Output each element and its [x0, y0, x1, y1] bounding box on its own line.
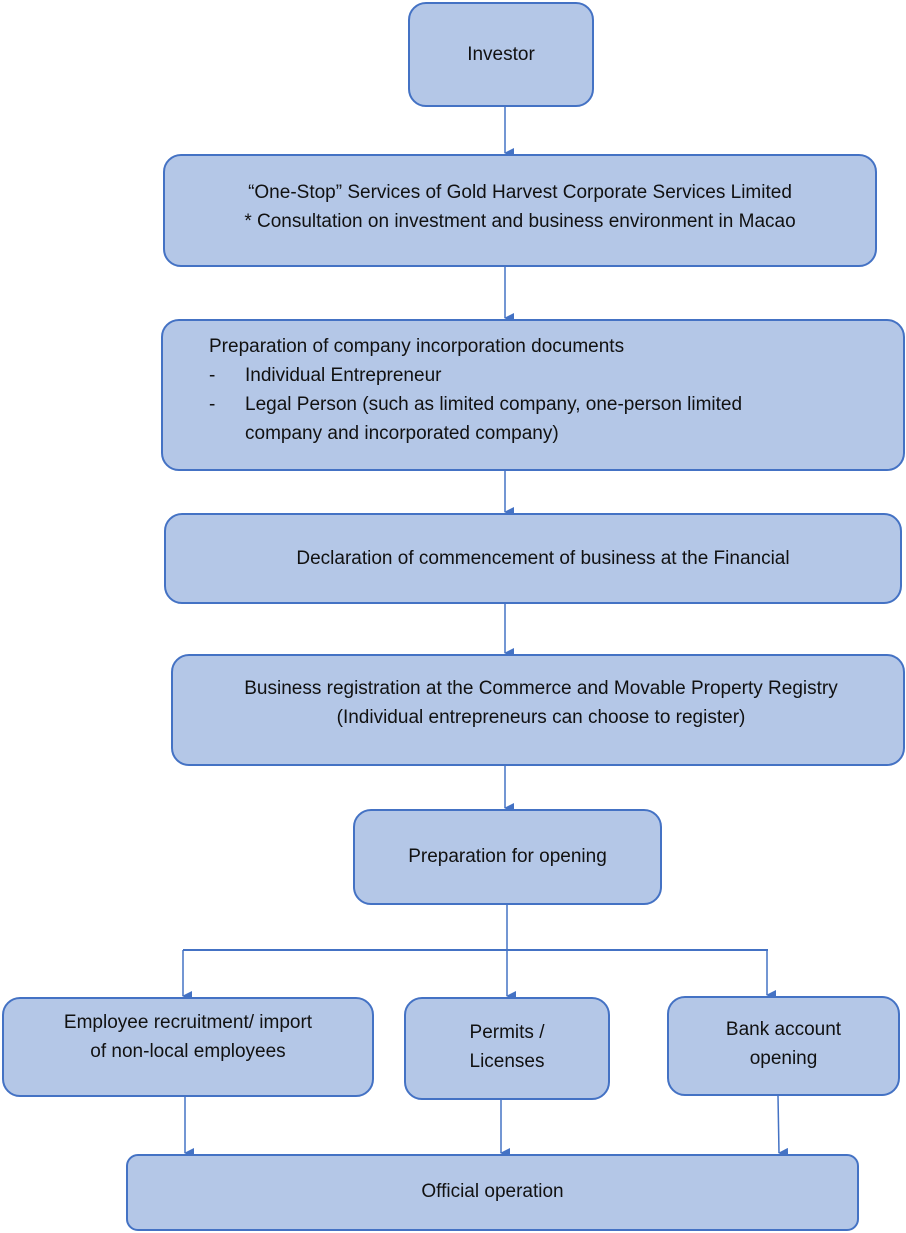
node-investor-label: Investor	[467, 44, 535, 65]
incorporation-item-label: Legal Person (such as limited company, o…	[245, 394, 743, 415]
node-official-operation: Official operation	[126, 1154, 859, 1231]
node-one-stop-title: “One-Stop” Services of Gold Harvest Corp…	[248, 181, 792, 203]
node-one-stop-note: * Consultation on investment and busines…	[244, 210, 796, 232]
node-official-operation-label: Official operation	[421, 1181, 564, 1202]
node-investor: Investor	[408, 2, 594, 107]
node-employee-line-2: of non-local employees	[90, 1041, 286, 1062]
node-preparation-for-opening: Preparation for opening	[353, 809, 662, 905]
node-declaration-label: Declaration of commencement of business …	[296, 548, 790, 569]
edge-bank-to-official	[777, 1095, 789, 1158]
incorporation-item-legal-person: - Legal Person (such as limited company,…	[209, 390, 742, 419]
node-bank-account-opening: Bank account opening	[667, 996, 900, 1096]
bullet-dash: -	[209, 394, 216, 415]
incorporation-item-individual: - Individual Entrepreneur	[209, 361, 441, 390]
node-employee-recruitment: Employee recruitment/ import of non-loca…	[2, 997, 374, 1097]
node-permits-licenses: Permits / Licenses	[404, 997, 610, 1100]
node-business-registration-note: (Individual entrepreneurs can choose to …	[336, 707, 746, 728]
node-bank-line-2: opening	[749, 1048, 818, 1069]
node-preparation-for-opening-label: Preparation for opening	[408, 845, 607, 867]
node-one-stop-services: “One-Stop” Services of Gold Harvest Corp…	[163, 154, 877, 267]
node-employee-line-1: Employee recruitment/ import	[63, 1012, 313, 1033]
node-incorporation-documents: Preparation of company incorporation doc…	[161, 319, 905, 471]
node-bank-line-1: Bank account	[725, 1019, 842, 1040]
node-business-registration: Business registration at the Commerce an…	[171, 654, 905, 766]
bullet-dash: -	[209, 365, 216, 386]
incorporation-item-label-continued: company and incorporated company)	[245, 423, 559, 444]
node-business-registration-title: Business registration at the Commerce an…	[244, 678, 838, 699]
incorporation-item-label: Individual Entrepreneur	[245, 365, 442, 386]
node-incorporation-title: Preparation of company incorporation doc…	[209, 336, 625, 357]
node-permits-line-2: Licenses	[469, 1050, 545, 1072]
node-permits-line-1: Permits /	[469, 1021, 545, 1043]
node-declaration: Declaration of commencement of business …	[164, 513, 902, 604]
